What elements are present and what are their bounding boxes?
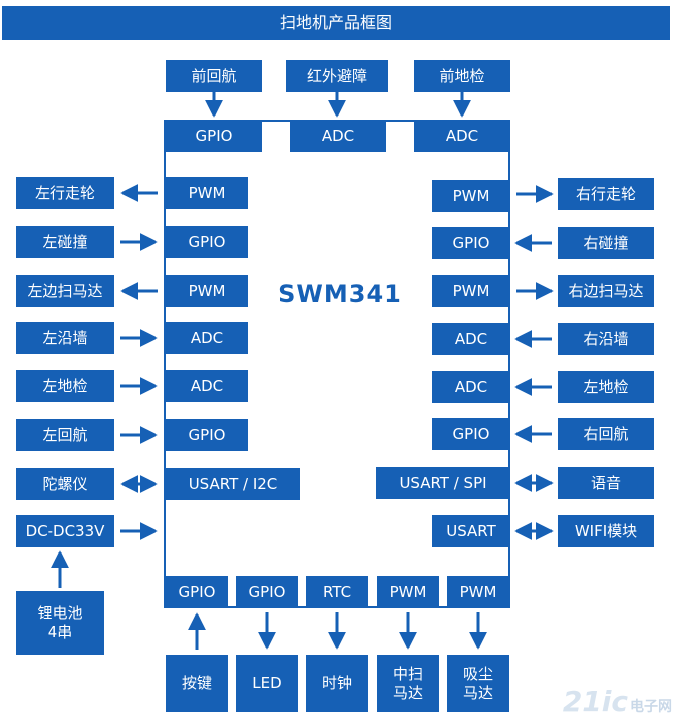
bottom-port-gpio-1: GPIO — [166, 576, 228, 608]
right-device-wall: 右沿墙 — [558, 323, 654, 355]
right-device-wheel: 右行走轮 — [558, 178, 654, 210]
left-device-dcdc: DC-DC33V — [16, 515, 114, 547]
right-device-voice: 语音 — [558, 467, 654, 499]
right-device-bumper: 右碰撞 — [558, 227, 654, 259]
right-port-pwm-1: PWM — [432, 180, 510, 212]
bottom-port-gpio-2: GPIO — [236, 576, 298, 608]
top-sensor-front-return: 前回航 — [166, 60, 262, 92]
left-port-adc-1: ADC — [166, 322, 248, 354]
battery-box: 锂电池 4串 — [16, 591, 104, 655]
left-device-wheel: 左行走轮 — [16, 177, 114, 209]
bottom-port-pwm-2: PWM — [447, 576, 509, 608]
top-sensor-front-ground: 前地检 — [414, 60, 510, 92]
left-port-pwm-2: PWM — [166, 275, 248, 307]
bottom-device-suction: 吸尘 马达 — [447, 655, 509, 712]
diagram-title: 扫地机产品框图 — [2, 6, 670, 40]
bottom-port-rtc: RTC — [306, 576, 368, 608]
left-port-pwm-1: PWM — [166, 177, 248, 209]
bottom-device-led: LED — [236, 655, 298, 712]
left-device-return: 左回航 — [16, 419, 114, 451]
bottom-port-pwm-1: PWM — [377, 576, 439, 608]
right-port-adc-2: ADC — [432, 371, 510, 403]
right-port-pwm-2: PWM — [432, 275, 510, 307]
left-device-ground: 左地检 — [16, 370, 114, 402]
top-port-adc-2: ADC — [414, 120, 510, 152]
bottom-device-middle-brush: 中扫 马达 — [377, 655, 439, 712]
left-port-adc-2: ADC — [166, 370, 248, 402]
left-port-usart-i2c: USART / I2C — [166, 468, 300, 500]
top-sensor-ir-obstacle: 红外避障 — [286, 60, 388, 92]
top-port-gpio: GPIO — [166, 120, 262, 152]
left-device-gyro: 陀螺仪 — [16, 468, 114, 500]
right-device-ground: 左地检 — [558, 371, 654, 403]
right-port-gpio-1: GPIO — [432, 227, 510, 259]
bottom-device-clock: 时钟 — [306, 655, 368, 712]
top-port-adc-1: ADC — [290, 120, 386, 152]
right-port-usart-spi: USART / SPI — [376, 467, 510, 499]
mcu-chip-label: SWM341 — [278, 280, 402, 308]
left-device-wall: 左沿墙 — [16, 322, 114, 354]
right-device-wifi: WIFI模块 — [558, 515, 654, 547]
right-device-return: 右回航 — [558, 418, 654, 450]
right-port-gpio-2: GPIO — [432, 418, 510, 450]
left-port-gpio-1: GPIO — [166, 226, 248, 258]
left-device-side-brush: 左边扫马达 — [16, 275, 114, 307]
right-port-adc-1: ADC — [432, 323, 510, 355]
bottom-device-key: 按键 — [166, 655, 228, 712]
left-device-bumper: 左碰撞 — [16, 226, 114, 258]
right-port-usart: USART — [432, 515, 510, 547]
left-port-gpio-2: GPIO — [166, 419, 248, 451]
right-device-side-brush: 右边扫马达 — [558, 275, 654, 307]
